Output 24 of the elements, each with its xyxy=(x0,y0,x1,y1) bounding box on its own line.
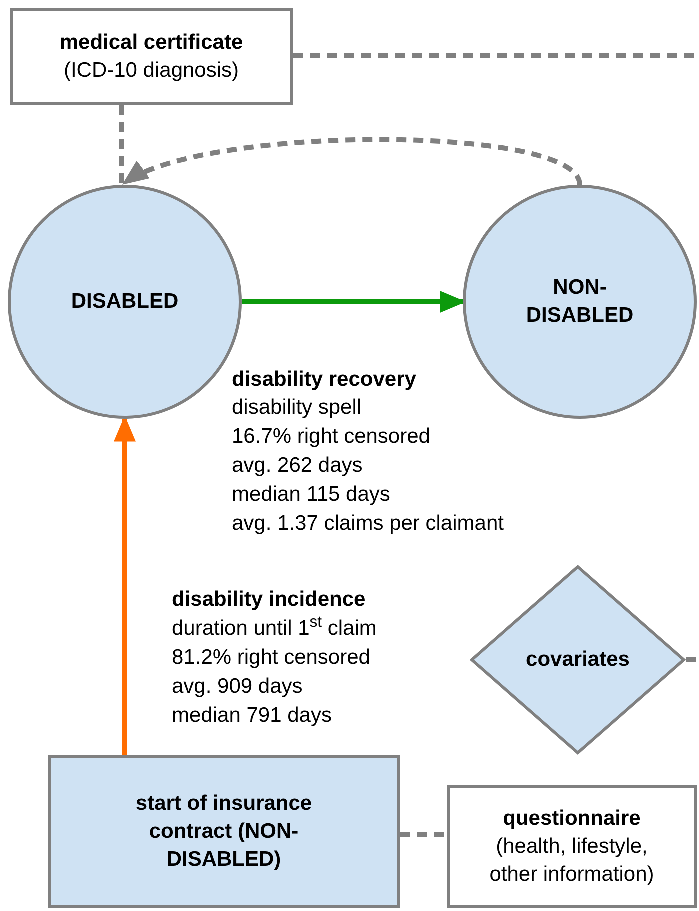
node-subtitle: (ICD-10 diagnosis) xyxy=(64,58,240,84)
annotation-text: avg. 1.37 claims per claimant xyxy=(232,511,504,537)
node-title: covariates xyxy=(526,647,630,673)
node-subtitle: (health, lifestyle, other information) xyxy=(488,834,656,888)
node-title: DISABLED xyxy=(71,289,179,315)
node-title: medical certificate xyxy=(60,30,244,56)
annotation-text: avg. 909 days xyxy=(172,674,303,700)
annotation-text: disability spell xyxy=(232,395,362,421)
start-box xyxy=(48,755,400,908)
annotation-text: 16.7% right censored xyxy=(232,424,430,450)
node-title: NON-DISABLED xyxy=(525,275,635,329)
arrow xyxy=(122,137,582,186)
annotation-text: avg. 262 days xyxy=(232,453,363,479)
annotation-heading: disability recovery xyxy=(232,367,416,393)
annotation-text: median 791 days xyxy=(172,703,332,729)
document-box xyxy=(10,8,293,105)
annotation-text: 81.2% right censored xyxy=(172,645,370,671)
annotation-text: duration until 1$^{st}$ claim xyxy=(172,615,377,642)
node-title: start of insurance contract (NON-DISABLED) xyxy=(134,790,314,872)
annotation-text: median 115 days xyxy=(232,482,390,508)
annotation-heading: disability incidence xyxy=(172,587,366,613)
covariates-diamond xyxy=(470,565,686,755)
node-title: questionnaire xyxy=(503,806,641,832)
document-box xyxy=(447,785,697,908)
